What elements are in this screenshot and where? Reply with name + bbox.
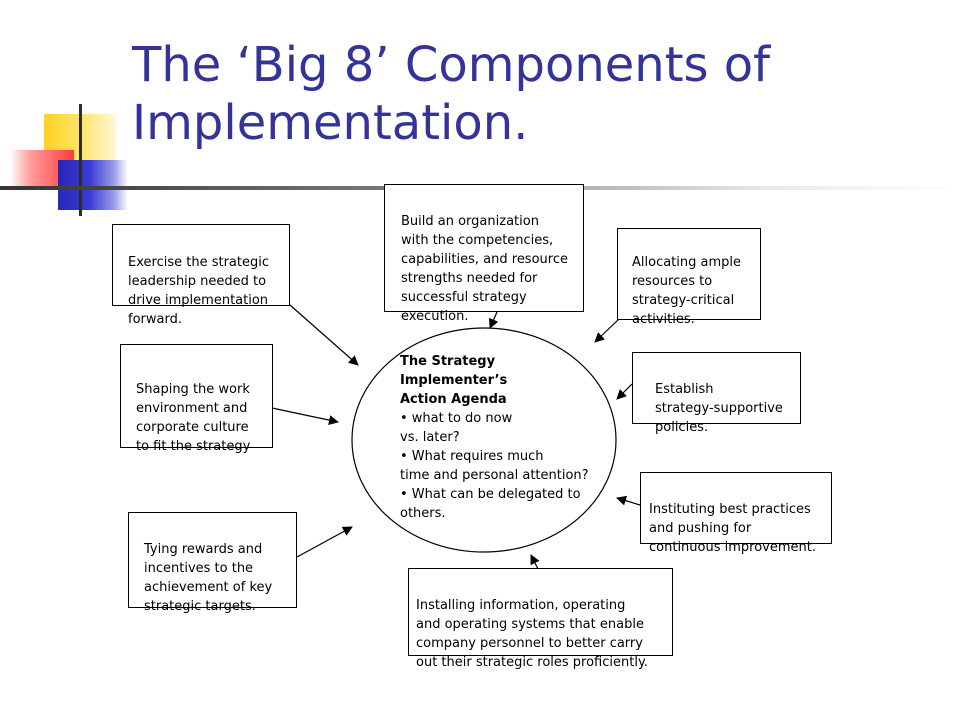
component-supportive-policies: Establish strategy-supportive policies. xyxy=(632,352,801,435)
agenda-bullet: • What requires much time and personal a… xyxy=(400,449,589,483)
component-best-practices: Instituting best practices and pushing f… xyxy=(640,472,832,555)
component-text: Allocating ample resources to strategy-c… xyxy=(632,255,742,327)
component-rewards-incentives: Tying rewards and incentives to the achi… xyxy=(128,512,297,614)
agenda-bullet: • what to do now vs. later? xyxy=(400,411,513,445)
component-text: Exercise the strategic leadership needed… xyxy=(128,255,269,327)
arrow-info-systems xyxy=(530,554,540,570)
component-strategic-leadership: Exercise the strategic leadership needed… xyxy=(112,224,290,327)
arrow-best-practices xyxy=(616,495,641,506)
arrow-policies xyxy=(616,383,633,400)
component-information-systems: Installing information, operating and op… xyxy=(408,568,673,670)
agenda-bullet: • What can be delegated to others. xyxy=(400,487,581,521)
component-allocate-resources: Allocating ample resources to strategy-c… xyxy=(617,228,761,327)
arrow-leadership xyxy=(289,304,359,366)
center-agenda: The Strategy Implementer’s Action Agenda… xyxy=(400,352,618,523)
center-ellipse xyxy=(351,327,617,553)
component-text: Establish strategy-supportive policies. xyxy=(655,382,783,435)
component-text: Build an organization with the competenc… xyxy=(401,214,568,324)
component-build-organization: Build an organization with the competenc… xyxy=(384,184,584,324)
component-text: Shaping the work environment and corpora… xyxy=(136,382,251,454)
component-text: Installing information, operating and op… xyxy=(416,598,648,670)
arrow-rewards xyxy=(296,526,353,558)
component-text: Tying rewards and incentives to the achi… xyxy=(144,542,273,614)
slide-title: The ‘Big 8’ Components of Implementation… xyxy=(132,37,771,151)
component-work-culture: Shaping the work environment and corpora… xyxy=(120,344,273,454)
arrow-culture xyxy=(271,407,339,426)
center-agenda-title: The Strategy Implementer’s Action Agenda xyxy=(400,354,508,407)
arrow-build-org xyxy=(489,311,499,329)
decor-vertical-line xyxy=(79,104,82,216)
arrow-resources xyxy=(594,317,621,343)
component-text: Instituting best practices and pushing f… xyxy=(649,502,816,555)
decor-blue-square xyxy=(58,160,128,210)
